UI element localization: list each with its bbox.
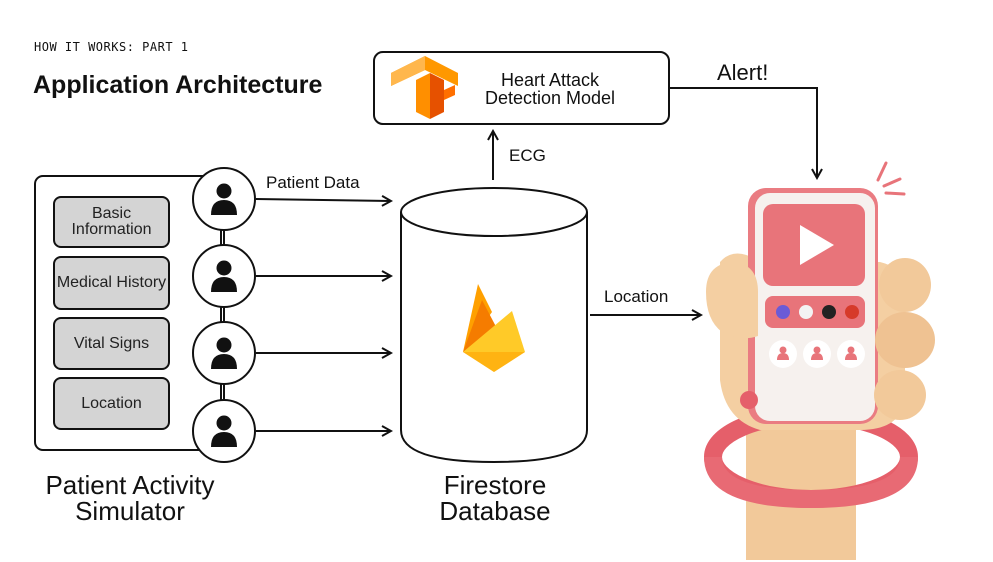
database-caption-line2: Database [439, 496, 551, 526]
eyebrow-label: HOW IT WORKS: PART 1 [34, 40, 189, 54]
database-caption-line1: Firestore [443, 470, 547, 500]
field-location: Location [53, 377, 170, 430]
alert-label: Alert! [717, 60, 769, 85]
patient-avatar-1 [192, 167, 256, 231]
simulator-panel [34, 175, 222, 451]
model-title-line2: Detection Model [484, 88, 616, 108]
field-vital-signs: Vital Signs [53, 317, 170, 370]
field-basic-information: Basic Information [53, 196, 170, 248]
play-icon [800, 225, 834, 265]
location-label: Location [604, 287, 669, 306]
dot-3 [822, 305, 836, 319]
patient-data-label: Patient Data [266, 173, 360, 192]
phone-user-icon-3 [837, 340, 865, 368]
model-title: Heart Attack Detection Model [455, 71, 645, 107]
patient-avatar-2 [192, 244, 256, 308]
phone-illustration [704, 161, 935, 560]
simulator-caption: Patient Activity Simulator [25, 472, 235, 524]
phone-user-icon-1 [769, 340, 797, 368]
page-title: Application Architecture [33, 71, 323, 99]
firebase-logo-icon [463, 284, 525, 372]
ecg-label: ECG [509, 146, 546, 165]
patient-avatar-3 [192, 321, 256, 385]
simulator-caption-line1: Patient Activity [45, 470, 215, 500]
dot-1 [776, 305, 790, 319]
patient-avatar-4 [192, 399, 256, 463]
dot-2 [799, 305, 813, 319]
model-title-line1: Heart Attack [500, 70, 600, 90]
simulator-caption-line2: Simulator [75, 496, 185, 526]
tensorflow-logo-icon [391, 56, 458, 119]
dot-4 [845, 305, 859, 319]
phone-user-icon-2 [803, 340, 831, 368]
patient-data-arrow-1 [255, 199, 391, 201]
database-caption: Firestore Database [410, 472, 580, 524]
field-medical-history: Medical History [53, 256, 170, 310]
alert-arrow [669, 87, 817, 178]
